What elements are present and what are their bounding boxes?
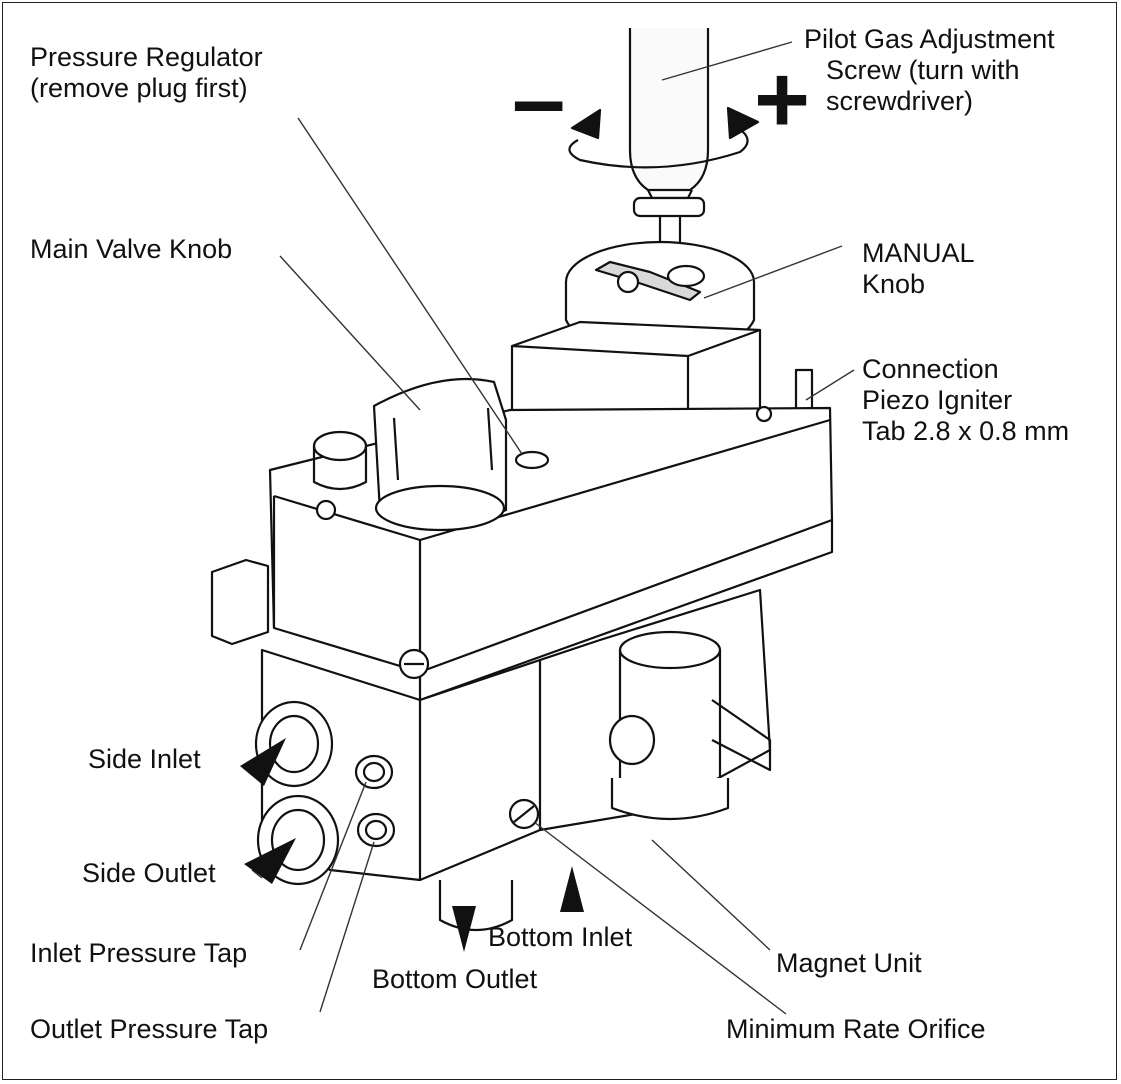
arrow-left-head [570,108,602,140]
rotation-arc [568,127,749,169]
label-bottom-inlet: Bottom Inlet [488,922,633,952]
label-side-outlet: Side Outlet [82,858,216,888]
side-inlet-port [254,700,334,788]
label-connection-piezo: Connection Piezo Igniter Tab 2.8 x 0.8 m… [862,354,1070,446]
label-minimum-rate-orifice: Minimum Rate Orifice [726,1014,986,1044]
pointer-arrows [240,738,584,952]
pressure-taps [354,754,396,848]
label-main-valve-knob: Main Valve Knob [30,234,233,264]
label-magnet-unit: Magnet Unit [776,948,922,978]
main-valve-knob-shape [312,377,550,532]
label-inlet-pressure-tap: Inlet Pressure Tap [30,938,248,968]
arrow-right-head [726,106,760,140]
screwdriver [628,28,710,262]
magnet-unit-shape [610,630,772,821]
minus-symbol: – [512,46,565,153]
label-pilot-gas-adjustment: Pilot Gas Adjustment Screw (turn with sc… [804,24,1055,116]
side-tab [210,558,270,646]
leader-lines [251,41,855,1015]
plus-symbol: + [754,46,810,153]
label-side-inlet: Side Inlet [88,744,201,774]
label-pressure-regulator: Pressure Regulator (remove plug first) [30,42,263,103]
label-manual-knob: MANUAL Knob [862,238,975,299]
label-bottom-outlet: Bottom Outlet [372,964,538,994]
label-outlet-pressure-tap: Outlet Pressure Tap [30,1014,269,1044]
